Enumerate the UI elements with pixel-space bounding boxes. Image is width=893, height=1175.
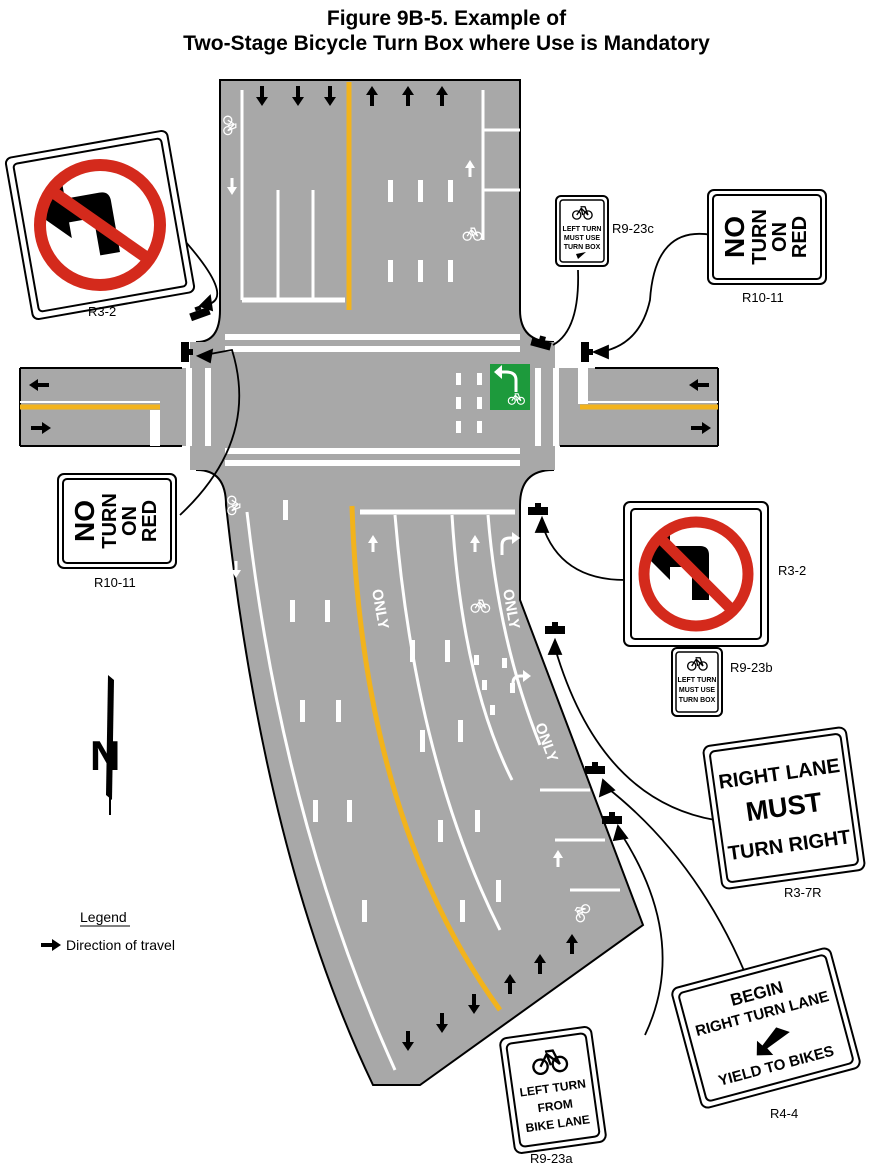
label-r9-23b: R9-23b — [730, 660, 773, 675]
label-r3-7r: R3-7R — [784, 885, 822, 900]
label-r10-11-ne: R10-11 — [742, 290, 784, 305]
sign-r4-4: BEGIN RIGHT TURN LANE YIELD TO BIKES — [671, 947, 861, 1109]
sign-r9-23c: LEFT TURN MUST USE TURN BOX — [555, 195, 609, 267]
r9-23c-line3: TURN BOX — [564, 244, 601, 251]
sign-r10-11-w: NO TURN ON RED — [57, 473, 177, 569]
leader-lines — [174, 229, 751, 1036]
legend-arrow-icon — [41, 939, 61, 951]
south-centerline — [349, 505, 503, 1012]
title-line-2: Two-Stage Bicycle Turn Box where Use is … — [183, 32, 710, 55]
sign-r10-11-ne: NO TURN ON RED — [707, 189, 827, 285]
sign-r9-23a: LEFT TURN FROM BIKE LANE — [499, 1026, 607, 1154]
signal-head-se-3 — [585, 762, 605, 774]
r10-11-ne-line4: RED — [789, 216, 811, 258]
r9-23b-line1: LEFT TURN — [678, 677, 717, 684]
label-r10-11-w: R10-11 — [94, 575, 136, 590]
pavement-markings: ONLY ONLY ONLY — [20, 82, 718, 1071]
title-line-1: Figure 9B-5. Example of — [326, 7, 567, 30]
label-r3-2-se: R3-2 — [778, 563, 806, 578]
sign-r3-7r: RIGHT LANE MUST TURN RIGHT — [702, 726, 866, 890]
figure-title: Figure 9B-5. Example of Two-Stage Bicycl… — [0, 6, 893, 56]
legend: Legend Direction of travel — [41, 909, 175, 953]
north-arrow: N — [90, 675, 120, 815]
signal-head-se-1 — [528, 503, 548, 515]
r9-23b-line3: TURN BOX — [679, 697, 716, 704]
r9-23a-line2: FROM — [537, 1096, 574, 1115]
signal-head-ne-2 — [581, 342, 593, 362]
label-r9-23a: R9-23a — [530, 1151, 573, 1166]
r10-11-w-line2: TURN — [99, 493, 121, 549]
r10-11-w-line1: NO — [69, 500, 100, 542]
sign-r3-2-nw — [4, 129, 196, 321]
signal-head-se-2 — [545, 622, 565, 634]
legend-title: Legend — [80, 909, 127, 925]
north-label: N — [90, 732, 120, 779]
r9-23c-line2: MUST USE — [564, 235, 601, 242]
r10-11-ne-line1: NO — [719, 216, 750, 258]
r9-23c-line1: LEFT TURN — [563, 226, 602, 233]
label-r4-4: R4-4 — [770, 1106, 798, 1121]
r10-11-w-line4: RED — [139, 500, 161, 542]
signal-head-se-4 — [602, 812, 622, 824]
r10-11-ne-line2: TURN — [749, 209, 771, 265]
legend-direction-label: Direction of travel — [66, 937, 175, 953]
r10-11-w-line3: ON — [119, 506, 141, 536]
label-r9-23c: R9-23c — [612, 221, 654, 236]
r10-11-ne-line3: ON — [769, 222, 791, 252]
r9-23b-line2: MUST USE — [679, 687, 716, 694]
sign-r3-2-se — [623, 501, 769, 647]
label-r3-2-nw: R3-2 — [88, 304, 116, 319]
only-marking-1: ONLY — [368, 588, 392, 631]
sign-r9-23b: LEFT TURN MUST USE TURN BOX — [671, 647, 723, 717]
only-marking-2: ONLY — [499, 588, 523, 631]
